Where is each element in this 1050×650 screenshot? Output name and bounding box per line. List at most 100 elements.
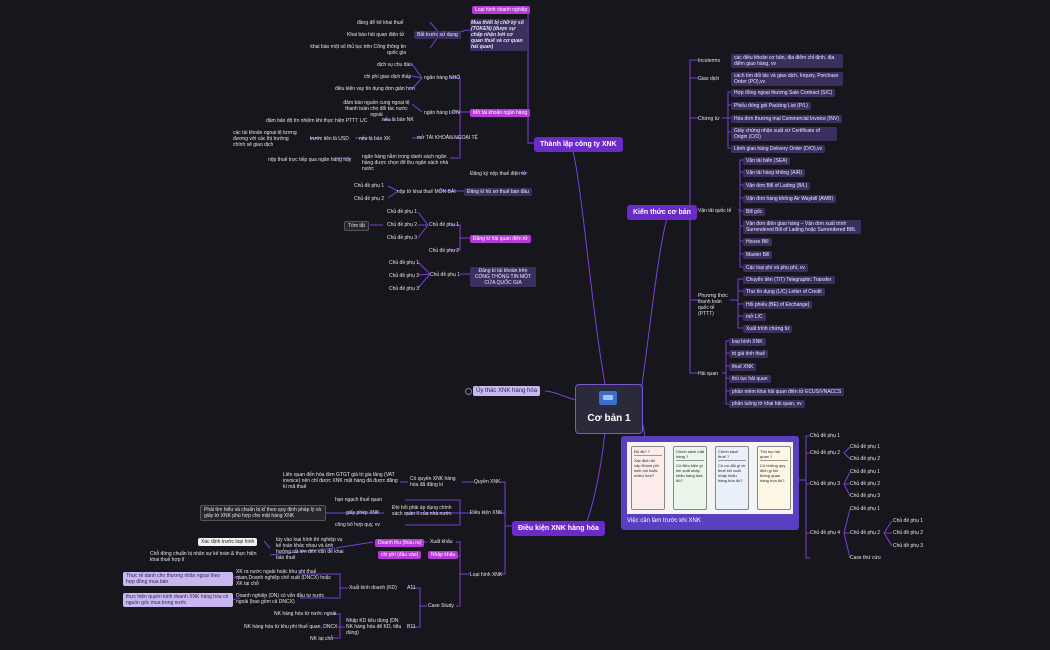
- node-xuat-khau[interactable]: Xuất khẩu: [430, 539, 453, 545]
- node-xuat-kd[interactable]: Xuất kinh doanh (KD): [349, 585, 397, 591]
- node-van-tai-5[interactable]: Bill gốc: [743, 208, 766, 216]
- node-nh-nam[interactable]: ngân hàng nằm trong danh sách ngân hàng …: [362, 154, 449, 172]
- node-truoc-tien[interactable]: trước tiên là USD: [310, 136, 349, 142]
- node-ho-so-cd1[interactable]: Chủ đề phụ 1: [354, 183, 385, 189]
- branch-dieu-kien[interactable]: Điều kiện XNK hàng hóa: [512, 521, 605, 536]
- node-van-tai-8[interactable]: Master Bill: [743, 251, 773, 259]
- node-neu-xk[interactable]: nếu là bán XK: [359, 136, 391, 142]
- node-lien-quan[interactable]: Liên quan đến hóa đơn GTGT giá trị gia t…: [283, 472, 398, 490]
- node-phai-tim[interactable]: Phải tìm hiểu và chuẩn bị kĩ theo quy đị…: [200, 505, 326, 521]
- branch-uy-thac[interactable]: Ủy thác XNK hàng hóa: [473, 386, 541, 396]
- node-van-tai-6[interactable]: Vận đơn điện giao hàng – Vận đơn xuất tr…: [743, 220, 861, 234]
- node-chu-ky-label[interactable]: Bắt trước sử dụng: [414, 31, 461, 39]
- node-nhap-kd[interactable]: Nhập KD tiêu dùng (DN NK hàng hóa để KD,…: [346, 618, 402, 636]
- node-todo-cd4-2-1[interactable]: Chủ đề phụ 1: [893, 518, 924, 524]
- node-pttt-4[interactable]: mở L/C: [743, 313, 766, 321]
- node-ho-so-cd2[interactable]: Chủ đề phụ 2: [354, 196, 385, 202]
- branch-thanh-lap[interactable]: Thành lập công ty XNK: [534, 137, 623, 152]
- node-hai-quan-3[interactable]: thuế XNK: [729, 363, 757, 371]
- node-dam-bao[interactable]: đảm bảo độ tín nhiệm khi thực hiện PTTT …: [266, 118, 368, 124]
- node-van-tai-3[interactable]: Vận đơn Bill of Lading (B/L): [743, 182, 811, 190]
- node-todo-cd2-1[interactable]: Chủ đề phụ 1: [850, 444, 881, 450]
- node-nop-thue[interactable]: nộp thuế trực tiếp qua ngân hàng này: [268, 157, 352, 163]
- node-chung-tu-4[interactable]: Giấy chứng nhận xuất xứ Certificate of O…: [731, 127, 837, 141]
- node-dang-ky-ho-so[interactable]: Đăng kí hồ sơ thuế ban đầu: [464, 188, 532, 196]
- node-hq-cd2[interactable]: Chủ đề phụ 2: [429, 248, 460, 254]
- node-nk-tai-cho[interactable]: NK tại chỗ: [310, 636, 334, 642]
- node-hq-cd1[interactable]: Chủ đề phụ 1: [429, 222, 460, 228]
- node-loai-hinh-xnk[interactable]: Loại hình XNK: [470, 572, 503, 578]
- node-chu-ky-item-3[interactable]: khai báo một số thủ tục trên Cổng thông …: [310, 44, 406, 56]
- node-doanh-thu[interactable]: Doanh thu (thầu ra): [375, 539, 425, 547]
- node-xk-ra[interactable]: XK ra nước ngoài hoặc khu phi thuế quan,…: [236, 569, 332, 587]
- node-todo-cd4-2-3[interactable]: Chủ đề phụ 3: [893, 543, 924, 549]
- node-chung-tu-1[interactable]: Hợp đồng ngoại thương Sale Contract (S/C…: [731, 89, 836, 97]
- node-van-tai-7[interactable]: House Bill: [743, 238, 772, 246]
- node-chung-tu-5[interactable]: Lệnh giao hàng Delivery Order (D/O),vv: [731, 145, 826, 153]
- node-hai-quan-6[interactable]: phân luồng tờ khai hải quan, vv: [729, 400, 805, 408]
- node-b11[interactable]: B11: [407, 624, 416, 630]
- node-mo-tk[interactable]: Mở tài khoản ngân hàng: [470, 109, 531, 117]
- node-nh-nho-item-2[interactable]: chi phí giao dịch thấp: [364, 74, 412, 80]
- node-chung-tu-3[interactable]: Hóa đơn thương mại Commercial Invoice (I…: [731, 115, 842, 123]
- node-dang-ky-nop-thue[interactable]: Đăng ký nộp thuế điện tử: [470, 171, 527, 177]
- node-tk-sub-cd1[interactable]: Chủ đề phụ 1: [389, 260, 420, 266]
- node-nk-khu-phi[interactable]: NK hàng hóa từ khu phi thuế quan, DNCX: [244, 624, 338, 630]
- node-tk-cd1[interactable]: Chủ đề phụ 1: [430, 272, 461, 278]
- node-todo-cd3[interactable]: Chủ đề phụ 3: [810, 481, 841, 487]
- node-dn-co-von[interactable]: Doanh nghiệp (DN) có vốn đầu tư nước ngo…: [236, 593, 325, 605]
- node-tuy-vao[interactable]: tùy vào loại hình thì nghiệp vụ kế toán …: [276, 537, 344, 561]
- node-pttt-1[interactable]: Chuyển tiền (T/T) Telegraphic Transfer: [743, 276, 835, 284]
- node-hai-quan-2[interactable]: trị giá tính thuế: [729, 350, 769, 358]
- node-todo-cd4-2[interactable]: Chủ đề phụ 2: [850, 530, 881, 536]
- node-a11[interactable]: A11: [407, 585, 416, 591]
- node-pttt-2[interactable]: Thư tín dụng (L/C) Letter of Credit: [743, 288, 825, 296]
- node-chu-ky-item-1[interactable]: đăng để kê khai thuế: [357, 20, 404, 26]
- node-neu-nk[interactable]: nếu là bán NK: [382, 117, 414, 123]
- node-pttt-5[interactable]: Xuất trình chứng từ: [743, 325, 793, 333]
- branch-kien-thuc[interactable]: Kiến thức cơ bản: [627, 205, 697, 220]
- node-todo-cd3-2[interactable]: Chủ đề phụ 2: [850, 481, 881, 487]
- node-van-tai-2[interactable]: Vận tải hàng không (AIR): [743, 169, 806, 177]
- node-incoterms[interactable]: Incoterms: [698, 58, 720, 64]
- node-cong-bo[interactable]: công bố hợp quy, vv: [335, 522, 380, 528]
- node-dang-ky-hq[interactable]: Đăng kí hải quan điện tử: [470, 235, 531, 243]
- node-nh-lon[interactable]: ngân hàng LỚN: [424, 110, 460, 116]
- node-van-tai[interactable]: Vận tải quốc tế: [698, 208, 732, 214]
- node-todo-cd4-1[interactable]: Chủ đề phụ 1: [850, 506, 881, 512]
- node-van-tai-4[interactable]: Vận đơn hàng không Air Waybill (AWB): [743, 195, 837, 203]
- node-mo-tk-ngoai[interactable]: mở TÀI KHOẢN NGOẠI TỆ: [417, 135, 478, 141]
- node-nk-nuoc-ngoai[interactable]: NK hàng hóa từ nước ngoài: [274, 611, 337, 617]
- node-tk-sub-cd3[interactable]: Chủ đề phụ 3: [389, 286, 420, 292]
- node-xac-dinh[interactable]: Xác định trước loại hình: [198, 538, 258, 546]
- node-dang-ky-tk[interactable]: Đăng kí tài khoản trên CỔNG THÔNG TIN MỘ…: [470, 267, 536, 287]
- node-incoterms-desc[interactable]: các điều khoản cơ bản, địa điểm chỉ định…: [731, 54, 843, 68]
- central-topic[interactable]: Cơ bản 1: [575, 384, 643, 434]
- node-giay-phep[interactable]: giấy phép XNK: [346, 510, 380, 516]
- node-hai-quan[interactable]: Hải quan: [698, 371, 719, 377]
- node-chi-phi[interactable]: chi phí (đầu vào): [378, 551, 422, 559]
- node-chu-ky-item-2[interactable]: Khai báo hải quan điện tử: [347, 32, 405, 38]
- node-co-quyen[interactable]: Có quyền XNK hàng hóa đã đăng kí: [410, 476, 456, 488]
- node-thuc-hien-dn[interactable]: Thực tế dành cho thương nhân ngoại theo …: [123, 572, 233, 586]
- node-todo-cd3-3[interactable]: Chủ đề phụ 3: [850, 493, 881, 499]
- node-nop-to-khai[interactable]: nộp tờ khai thuế MÔN BÀI: [397, 189, 456, 195]
- node-pttt[interactable]: Phương thức thanh toán quốc tế (PTTT): [698, 293, 728, 317]
- node-dieu-kien-xnk[interactable]: Điều kiện XNK: [470, 510, 503, 516]
- node-quyen-xnk[interactable]: Quyền XNK: [474, 479, 501, 485]
- node-thuc-hien-quyen[interactable]: thực hiện quyền kinh doanh XNK hàng hóa …: [123, 593, 233, 607]
- collapse-icon[interactable]: [465, 388, 472, 395]
- node-todo-cd2-2[interactable]: Chủ đề phụ 2: [850, 456, 881, 462]
- node-tom-tat[interactable]: Tóm tắt: [344, 221, 369, 231]
- node-hq-sub-cd2[interactable]: Chủ đề phụ 2: [387, 222, 418, 228]
- node-mua-token[interactable]: Mua thiết bị chữ ký số (TOKEN) (được sự …: [470, 19, 527, 51]
- node-hai-quan-4[interactable]: thủ tục hải quan: [729, 375, 771, 383]
- node-van-tai-1[interactable]: Vận tải biển (SEA): [743, 157, 791, 165]
- node-doi-hoi[interactable]: Đòi hỏi phải áp dụng chính sách quản lí …: [392, 505, 452, 517]
- node-todo-cd1[interactable]: Chủ đề phụ 1: [810, 433, 841, 439]
- node-giao-dich-desc[interactable]: cách tìm đối tác và giao dịch, Inquiry, …: [731, 72, 843, 86]
- node-cac-tk[interactable]: các tài khoản ngoại tệ tương đương với c…: [233, 130, 297, 148]
- node-chung-tu[interactable]: Chứng từ: [698, 116, 720, 122]
- node-pttt-3[interactable]: Hối phiếu (BE) of Exchange): [743, 301, 813, 309]
- node-hq-sub-cd1[interactable]: Chủ đề phụ 1: [387, 209, 418, 215]
